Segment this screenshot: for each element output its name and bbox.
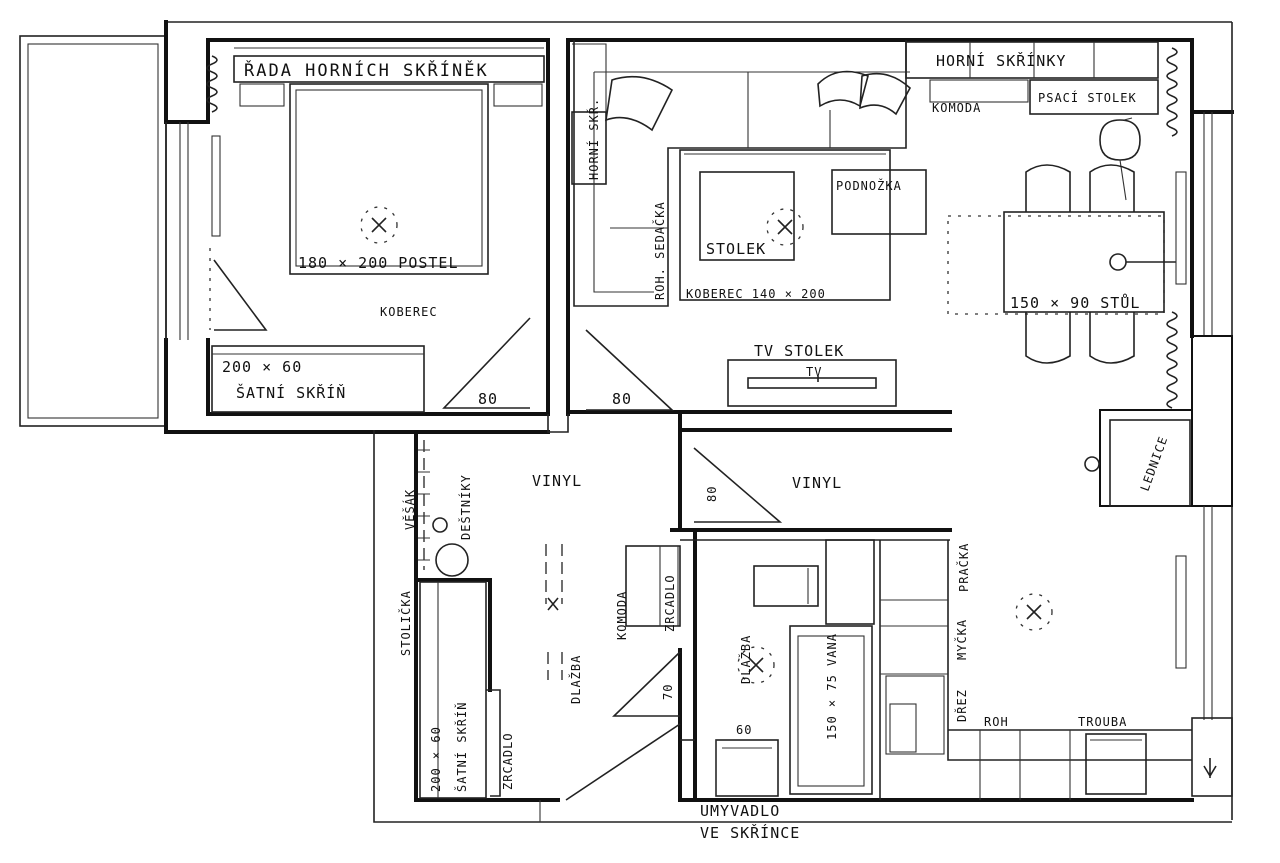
label-tv-stolek: TV STOLEK [754, 342, 844, 360]
label-rozmer-60: 60 [736, 723, 752, 737]
label-psaci-stolek: PSACÍ STOLEK [1038, 90, 1137, 105]
bedroom [206, 47, 545, 413]
label-koberec-loznice: KOBEREC [380, 305, 438, 319]
label-roh-sedacka: ROH. SEDAČKA [652, 201, 667, 300]
label-horni-skrinky: HORNÍ SKŘÍNKY [936, 51, 1066, 70]
label-satni-skrin-rozmer: 200 × 60 [222, 358, 302, 376]
label-komoda-obyvak: KOMODA [932, 101, 981, 115]
label-trouba: TROUBA [1078, 715, 1127, 729]
label-stolek: STOLEK [706, 240, 766, 258]
label-stolicka: STOLIČKA [398, 590, 413, 656]
label-dvere-loznice: 80 [478, 390, 498, 408]
label-pracka: PRAČKA [956, 543, 971, 592]
label-zrcadlo-predsin: ZRCADLO [501, 732, 515, 790]
label-stul: 150 × 90 STŮL [1010, 293, 1140, 312]
label-dvere-obyvak: 80 [612, 390, 632, 408]
label-dvere-koupelna: 70 [661, 684, 675, 700]
label-komoda-predsin: KOMODA [615, 591, 629, 640]
label-postel: 180 × 200 POSTEL [298, 254, 459, 272]
label-tv: TV [806, 365, 822, 379]
label-destniky: DEŠTNÍKY [458, 474, 473, 540]
label-satni-skrin-predsin: ŠATNÍ SKŘÍŇ [454, 702, 469, 792]
bathroom [680, 539, 875, 797]
label-umyvadlo: UMYVADLO [700, 802, 780, 820]
label-ve-skrince: VE SKŘÍNCE [700, 823, 800, 842]
label-vesak: VĚŠÁK [402, 489, 417, 530]
label-vinyl-predsin: VINYL [532, 472, 582, 490]
label-vana: 150 × 75 VANA [825, 633, 839, 740]
kitchen [693, 447, 1217, 800]
label-satni-skrin-predsin-rozmer: 200 × 60 [429, 726, 443, 792]
label-dvere-kuchyn: 80 [705, 486, 719, 502]
balcony [19, 35, 167, 427]
label-dlazba-predsin: DLAŽBA [568, 655, 583, 704]
outer-walls [164, 20, 1234, 823]
label-podnozka: PODNOŽKA [836, 178, 902, 193]
label-horni-skr: HORNÍ SKŘ. [586, 98, 601, 180]
label-koberec-obyvak: KOBEREC 140 × 200 [686, 287, 826, 301]
label-dlazba-koupelna: DLAŽBA [738, 635, 753, 684]
labels: ŘADA HORNÍCH SKŘÍNĚK 180 × 200 POSTEL KO… [222, 51, 1171, 842]
hallway [418, 440, 681, 801]
label-satni-skrin: ŠATNÍ SKŘÍŇ [236, 383, 346, 402]
label-vinyl-kuchyn: VINYL [792, 474, 842, 492]
label-rada-hornich-skrinek: ŘADA HORNÍCH SKŘÍNĚK [244, 59, 489, 81]
label-drez: DŘEZ [954, 689, 969, 722]
living-room [571, 40, 1187, 669]
label-roh: ROH [984, 715, 1009, 729]
label-lednice: LEDNICE [1138, 434, 1171, 493]
label-zrcadlo-koupelna: ZRCADLO [663, 574, 677, 632]
label-mycka: MYČKA [954, 619, 969, 660]
